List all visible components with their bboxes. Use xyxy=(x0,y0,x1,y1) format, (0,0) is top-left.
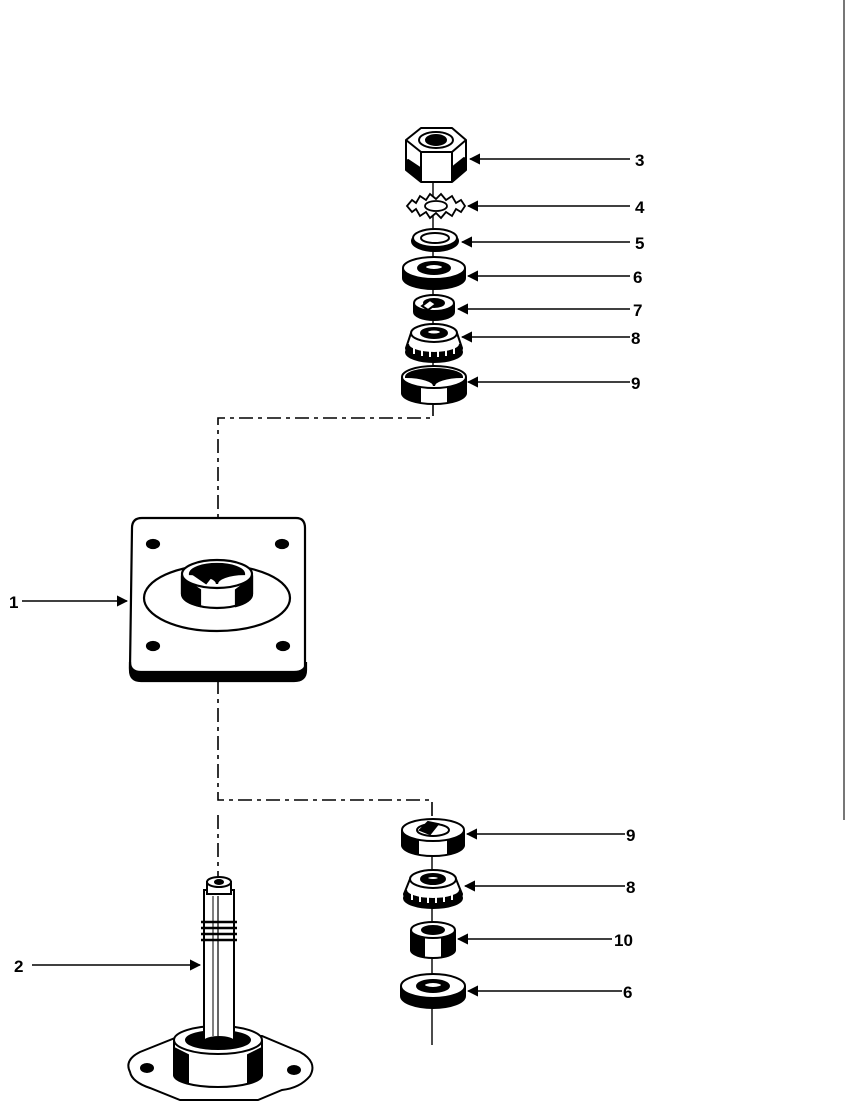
bearing-cup-part-bottom xyxy=(401,818,465,857)
housing-plate-part xyxy=(128,516,308,683)
seal-part-top xyxy=(402,256,466,290)
callout-9-bottom: 9 xyxy=(626,826,635,845)
callout-10: 10 xyxy=(614,931,633,950)
spindle-shaft-part xyxy=(127,876,314,1101)
spindle-thread-bands xyxy=(201,920,237,942)
callout-1: 1 xyxy=(9,593,18,612)
seal-part-bottom xyxy=(400,973,466,1009)
callout-8-top: 8 xyxy=(631,329,640,348)
roller-bearing-part-bottom xyxy=(402,869,464,909)
hex-nut-part xyxy=(405,127,467,183)
callout-6-top: 6 xyxy=(633,268,642,287)
callout-5: 5 xyxy=(635,234,644,253)
callout-8-bottom: 8 xyxy=(626,878,635,897)
flat-washer-part xyxy=(411,228,459,252)
callout-6-bottom: 6 xyxy=(623,983,632,1002)
bearing-cup-part-top xyxy=(401,365,467,405)
lock-washer-part xyxy=(405,192,467,220)
callout-4: 4 xyxy=(635,198,645,217)
bushing-part-top xyxy=(413,294,455,321)
spacer-part xyxy=(410,921,456,959)
assembly-dashed-lines xyxy=(217,402,434,880)
callout-2: 2 xyxy=(14,957,23,976)
page-edge-rule xyxy=(843,0,845,820)
callout-9-top: 9 xyxy=(631,374,640,393)
callout-3: 3 xyxy=(635,151,644,170)
callout-7: 7 xyxy=(633,301,642,320)
leader-lines xyxy=(22,153,630,997)
roller-bearing-part-top xyxy=(404,323,464,363)
